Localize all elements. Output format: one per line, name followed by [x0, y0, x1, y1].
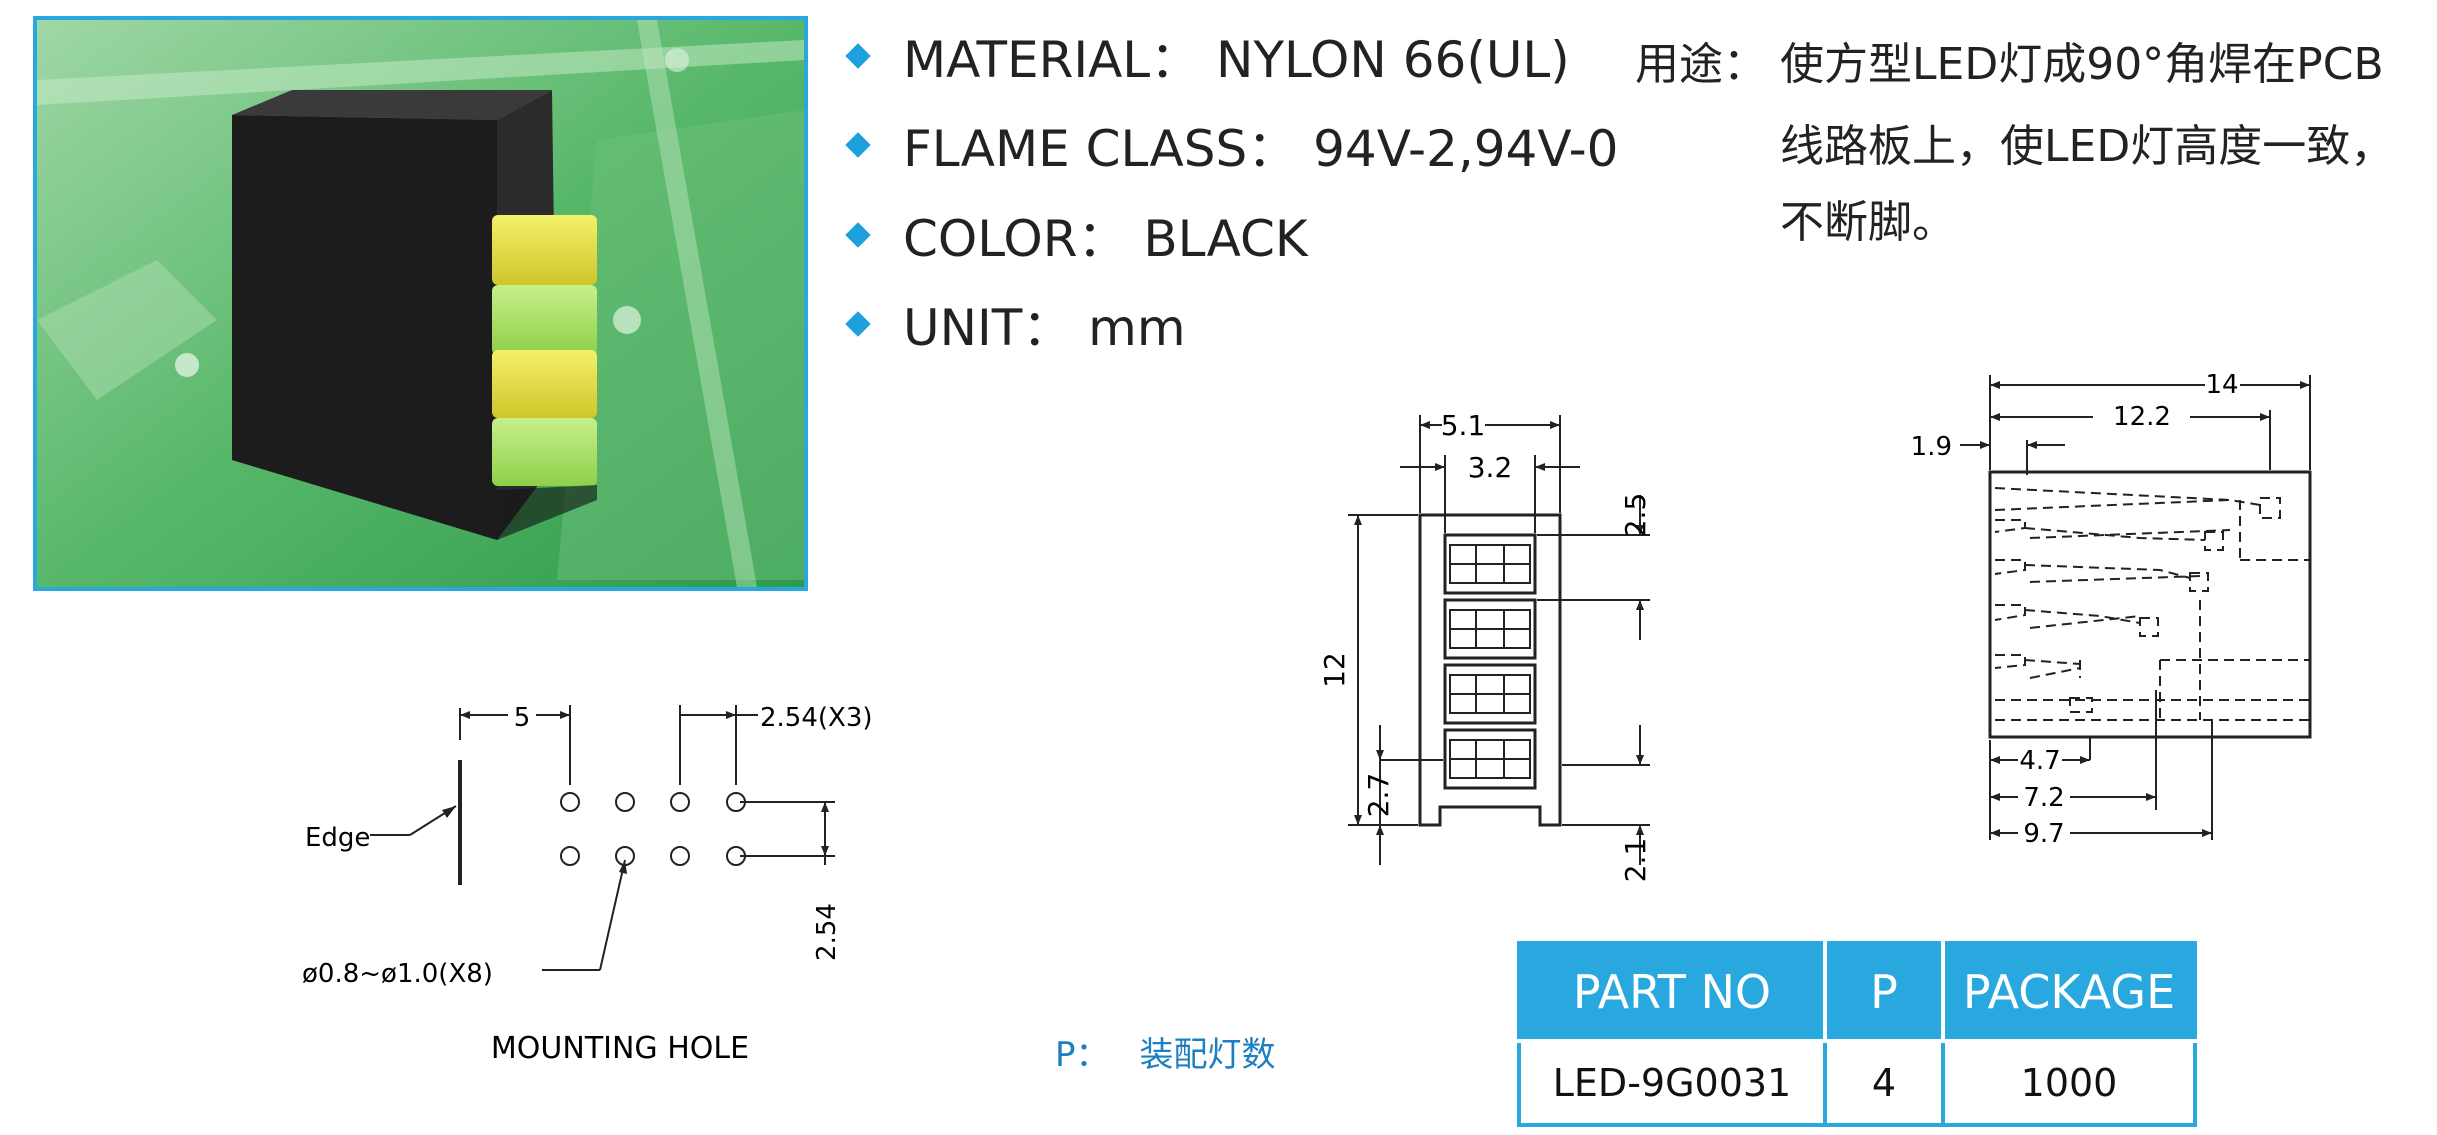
spec-text: COLOR： BLACK — [903, 210, 1308, 268]
p-note-text: 装配灯数 — [1139, 1035, 1276, 1075]
dim-7-2: 7.2 — [2023, 783, 2064, 813]
dim-4-7: 4.7 — [2019, 746, 2060, 776]
dim-9-7: 9.7 — [2023, 819, 2064, 849]
usage-label: 用途： — [1635, 39, 1767, 90]
usage-line: 线路板上，使LED灯高度一致， — [1780, 121, 2395, 172]
dim-pitch: 2.5 — [1619, 493, 1652, 538]
usage-line: 不断脚。 — [1780, 197, 1956, 248]
p-note: P： 装配灯数 — [1055, 1027, 1276, 1076]
table-row: LED-9G0031 4 1000 — [1517, 1039, 2197, 1127]
dim-bottom-offset: 2.7 — [1362, 773, 1395, 818]
dim-height: 12 — [1318, 652, 1351, 688]
spec-text: UNIT： mm — [903, 299, 1186, 357]
table-header-row: PART NO P PACKAGE — [1519, 943, 2195, 1043]
table-cell: 4 — [1823, 1039, 1945, 1127]
dim-pitch-y-text: 2.54 — [812, 903, 842, 961]
table-header-cell: P — [1823, 943, 1945, 1043]
part-table: PART NO P PACKAGE LED-9G0031 4 1000 — [1517, 941, 2197, 1127]
spec-item: COLOR： BLACK — [845, 205, 1308, 268]
spec-item: UNIT： mm — [845, 294, 1186, 357]
spec-item: FLAME CLASS： 94V-2,94V-0 — [845, 115, 1618, 178]
p-note-key: P： — [1055, 1035, 1110, 1075]
product-photo — [33, 16, 808, 591]
diamond-bullet-icon — [845, 132, 871, 158]
diamond-bullet-icon — [845, 222, 871, 248]
dim-inner-width: 3.2 — [1468, 451, 1513, 484]
side-view-drawing: 14 12.2 1.9 4.7 7.2 9.7 — [1911, 370, 2312, 849]
dim-1-9: 1.9 — [1911, 432, 1952, 462]
diamond-bullet-icon — [845, 43, 871, 69]
table-header-cell: PACKAGE — [1941, 943, 2195, 1043]
table-header-cell: PART NO — [1519, 943, 1827, 1043]
dim-foot: 2.1 — [1619, 838, 1652, 883]
edge-label: Edge — [305, 823, 370, 853]
diamond-bullet-icon — [845, 311, 871, 337]
usage-line: 使方型LED灯成90°角焊在PCB — [1780, 39, 2384, 90]
table-cell: LED-9G0031 — [1517, 1039, 1827, 1127]
table-cell: 1000 — [1941, 1039, 2197, 1127]
mounting-title: MOUNTING HOLE — [491, 1031, 749, 1066]
dim-pitch-x-text: 2.54(X3) — [760, 703, 873, 733]
spec-item: MATERIAL： NYLON 66(UL) — [845, 26, 1570, 89]
dim-edge-text: 5 — [514, 703, 531, 733]
dim-12: 12.2 — [2113, 402, 2171, 432]
hole-label: ø0.8~ø1.0(X8) — [302, 959, 493, 989]
mounting-hole-drawing: 5 2.54(X3) 2.54 Edge ø0.8~ø1.0(X8) MOUNT… — [302, 703, 873, 1066]
spec-text: MATERIAL： NYLON 66(UL) — [903, 31, 1570, 89]
front-view-drawing: 5.1 3.2 12 2.7 2.5 2.1 — [1318, 409, 1652, 883]
dim-outer-width: 5.1 — [1441, 409, 1486, 442]
spec-text: FLAME CLASS： 94V-2,94V-0 — [903, 120, 1619, 178]
dim-total: 14 — [2205, 370, 2238, 400]
